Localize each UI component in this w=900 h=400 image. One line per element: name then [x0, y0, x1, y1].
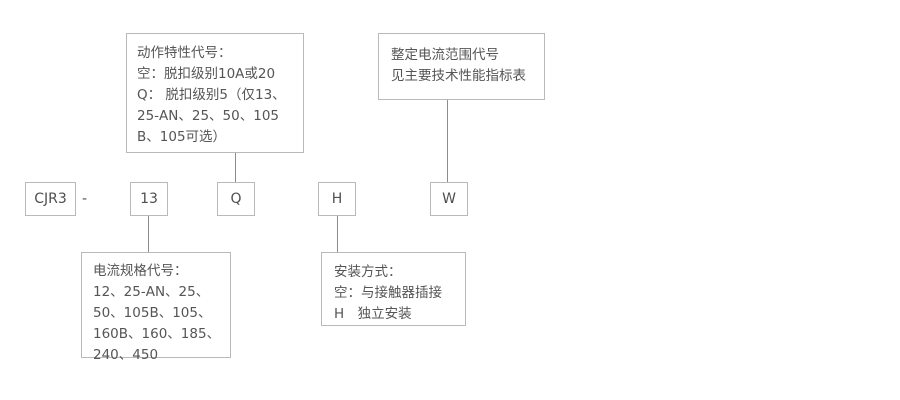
- connector-13-to-spec-note: [148, 216, 149, 252]
- code-box-current-spec: 13: [130, 182, 168, 216]
- code-box-current-range-label: W: [442, 191, 456, 207]
- code-box-mounting: H: [318, 182, 356, 216]
- code-box-series-label: CJR3: [34, 191, 67, 207]
- connector-h-to-mount-note: [337, 216, 338, 252]
- connector-q-to-action-note: [235, 153, 236, 182]
- code-box-action-characteristic: Q: [217, 182, 255, 216]
- note-current-spec-text: 电流规格代号： 12、25-AN、25、 50、105B、105、 160B、1…: [93, 263, 221, 363]
- code-box-current-spec-label: 13: [140, 191, 158, 207]
- note-current-spec: 电流规格代号： 12、25-AN、25、 50、105B、105、 160B、1…: [81, 252, 231, 363]
- code-box-current-range: W: [430, 182, 468, 216]
- connector-w-to-current-range-note: [447, 100, 448, 182]
- note-mounting-method: 安装方式： 空：与接触器插接 H 独立安装: [321, 252, 466, 326]
- note-action-characteristic: 动作特性代号： 空：脱扣级别10A或20 Q： 脱扣级别5（仅13、 25-AN…: [126, 33, 304, 153]
- code-box-mounting-label: H: [331, 191, 343, 207]
- code-box-action-characteristic-label: Q: [230, 191, 242, 207]
- code-separator-dash: -: [82, 191, 88, 207]
- note-current-range: 整定电流范围代号 见主要技术性能指标表: [378, 33, 545, 100]
- note-action-characteristic-text: 动作特性代号： 空：脱扣级别10A或20 Q： 脱扣级别5（仅13、 25-AN…: [137, 45, 286, 145]
- code-box-series: CJR3: [25, 182, 76, 216]
- note-mounting-method-text: 安装方式： 空：与接触器插接 H 独立安装: [334, 264, 442, 322]
- note-current-range-text: 整定电流范围代号 见主要技术性能指标表: [391, 47, 526, 84]
